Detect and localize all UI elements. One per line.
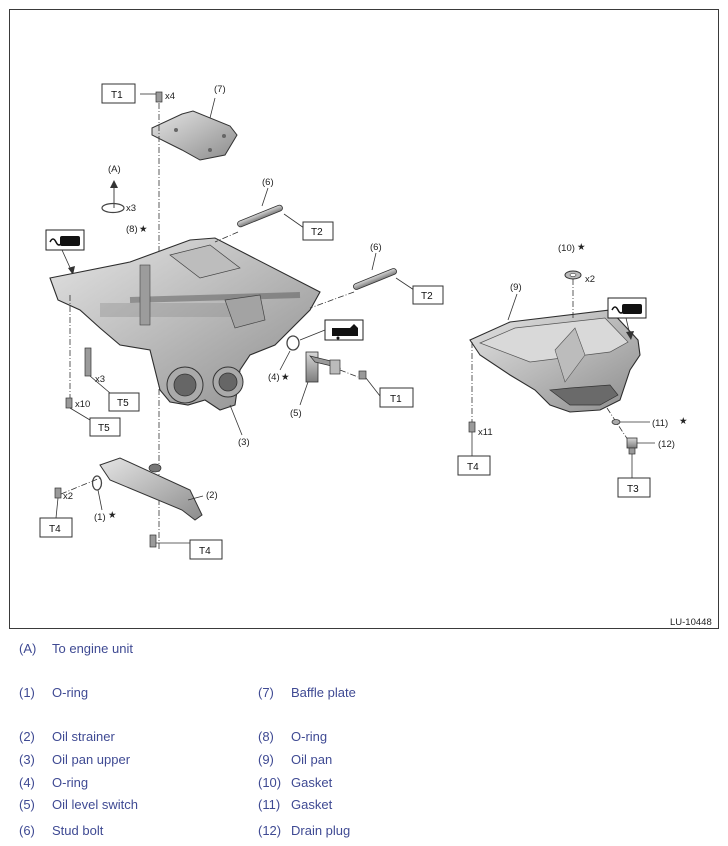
star-1: ★: [108, 510, 117, 521]
star-11: ★: [679, 416, 688, 427]
callout-6a: (6): [262, 177, 274, 188]
torque-label-t1-right: T1: [390, 394, 402, 405]
arrow-a-head: [110, 180, 118, 188]
callout-9: (9): [510, 282, 522, 293]
legend-text: Baffle plate: [291, 685, 356, 700]
qty-gasket-10: x2: [585, 274, 595, 285]
callout-11: (11): [652, 418, 668, 429]
bolt-x10: [65, 397, 73, 409]
torque-box-t5-b: [89, 417, 121, 437]
callout-7: (7): [214, 84, 226, 95]
legend-text: Drain plug: [291, 823, 351, 838]
torque-label-t2-b: T2: [421, 291, 433, 302]
legend-code: (12): [258, 823, 282, 838]
torque-label-t2-a: T2: [311, 227, 323, 238]
bolt-pan-x11: [468, 421, 476, 433]
legend-text: O-ring: [52, 775, 89, 790]
torque-label-t4-bottom: T4: [199, 546, 211, 557]
callout-4: (4): [268, 372, 280, 383]
legend-text: Oil pan: [291, 752, 333, 767]
legend-text: O-ring: [52, 685, 89, 700]
callout-3: (3): [238, 437, 250, 448]
callout-8: (8): [126, 224, 138, 235]
legend-code: (3): [19, 752, 35, 767]
star-4: ★: [281, 372, 290, 383]
torque-box-t2-b: [412, 285, 444, 305]
torque-box-t4-pan: [457, 455, 491, 476]
drain-plug-part: [626, 437, 638, 455]
qty-pan-bolts: x11: [478, 427, 493, 438]
bolt-t1-top: [155, 91, 163, 103]
qty-o-ring-8: x3: [126, 203, 136, 214]
legend-text: Oil strainer: [52, 729, 115, 744]
callout-2: (2): [206, 490, 218, 501]
legend-text: Gasket: [291, 797, 333, 812]
stud-bolt-6b-part: [353, 268, 397, 290]
legend-code: (8): [258, 729, 274, 744]
torque-box-t4-bottom: [189, 539, 223, 560]
torque-label-t4-pan: T4: [467, 462, 479, 473]
oil-pan-upper-part: [49, 237, 321, 411]
legend-text: Oil level switch: [52, 797, 138, 812]
legend-code: (6): [19, 823, 35, 838]
qty-bolt-x3: x3: [95, 374, 105, 385]
bolt-t1-right: [358, 370, 367, 380]
exploded-diagram: (7) x4 T1 (A) x3 (8) ★ (3) (6): [9, 9, 719, 629]
torque-label-t3: T3: [627, 484, 639, 495]
qty-strainer-bolt: x2: [63, 491, 73, 502]
legend-code: (9): [258, 752, 274, 767]
liquid-gasket-icon-right: [607, 297, 647, 319]
oil-strainer-part: [99, 457, 203, 521]
torque-box-t5-a: [108, 392, 140, 412]
torque-label-t5-a: T5: [117, 398, 129, 409]
torque-box-t2-a: [302, 221, 334, 241]
leader-7: [209, 97, 216, 119]
torque-label-t5-b: T5: [98, 423, 110, 434]
o-ring-8-part: [101, 202, 125, 214]
qty-bolt-x10: x10: [75, 399, 90, 410]
torque-box-t1-right: [379, 387, 414, 408]
o-ring-1-part: [91, 475, 103, 491]
callout-5: (5): [290, 408, 302, 419]
qty-t1-top: x4: [165, 91, 175, 102]
torque-box-t1-top: [101, 83, 136, 104]
callout-10: (10): [558, 243, 575, 254]
callout-6b: (6): [370, 242, 382, 253]
liquid-gasket-icon-left: [45, 229, 85, 251]
oil-level-switch-part: [305, 351, 341, 383]
callout-a: (A): [108, 164, 121, 175]
legend-text: O-ring: [291, 729, 328, 744]
legend-text: Gasket: [291, 775, 333, 790]
star-8: ★: [139, 224, 148, 235]
legend-code: (5): [19, 797, 35, 812]
o-ring-4-part: [286, 335, 300, 351]
callout-12: (12): [658, 439, 675, 450]
bolt-x3: [84, 347, 92, 377]
oil-pan-part: [469, 309, 641, 413]
torque-label-t1-top: T1: [111, 90, 123, 101]
legend-text: Stud bolt: [52, 823, 104, 838]
legend-code: (4): [19, 775, 35, 790]
legend-code: (1): [19, 685, 35, 700]
torque-box-t3: [617, 477, 651, 498]
legend-code: (11): [258, 797, 281, 812]
bolt-strainer: [54, 487, 62, 499]
torque-box-t4-left: [39, 517, 73, 538]
legend-code: (10): [258, 775, 282, 790]
legend-note-text: To engine unit: [52, 641, 133, 656]
gasket-11-part: [611, 419, 621, 425]
torque-label-t4-left: T4: [49, 524, 61, 535]
legend-text: Oil pan upper: [52, 752, 131, 767]
bolt-t4-bottom: [149, 534, 157, 548]
callout-1: (1): [94, 512, 106, 523]
star-10: ★: [577, 242, 586, 253]
legend-code: (2): [19, 729, 35, 744]
figure-code: LU-10448: [670, 617, 712, 628]
diagram-canvas: (7) x4 T1 (A) x3 (8) ★ (3) (6): [39, 83, 712, 628]
legend-note-code: (A): [19, 641, 37, 656]
legend-code: (7): [258, 685, 274, 700]
baffle-plate-part: [151, 110, 238, 161]
stud-bolt-6a-part: [237, 204, 283, 228]
engine-oil-icon: [324, 319, 364, 341]
